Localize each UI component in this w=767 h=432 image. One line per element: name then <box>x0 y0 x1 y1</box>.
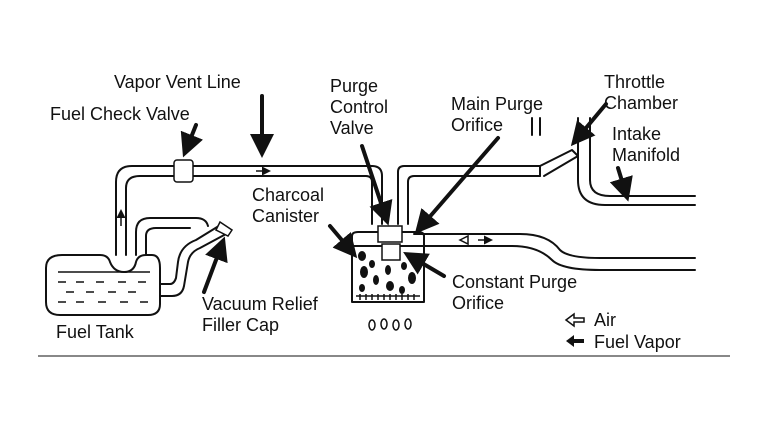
filler-neck <box>159 220 234 297</box>
leader-constant-purge-orifice <box>403 251 446 278</box>
label-purge-control-valve: Purge Control Valve <box>330 76 393 138</box>
purge-line <box>397 117 541 225</box>
canister-filter <box>356 294 420 300</box>
charcoal-canister <box>351 225 425 331</box>
fuel-tank <box>45 254 161 316</box>
label-fuel-check-valve: Fuel Check Valve <box>50 104 190 124</box>
label-constant-purge-orifice: Constant Purge Orifice <box>452 272 582 313</box>
air-inlet-arrows <box>368 318 412 331</box>
legend: Air Fuel Vapor <box>564 310 681 352</box>
label-vacuum-relief-filler-cap: Vacuum Relief Filler Cap <box>202 294 323 335</box>
label-fuel-tank: Fuel Tank <box>56 322 135 342</box>
label-throttle-chamber: Throttle Chamber <box>604 72 678 113</box>
leader-main-purge-orifice <box>414 136 500 235</box>
air-arrow-icon <box>564 312 585 328</box>
leader-charcoal-canister <box>328 224 358 259</box>
label-charcoal-canister: Charcoal Canister <box>252 185 329 226</box>
label-vapor-vent-line: Vapor Vent Line <box>114 72 241 92</box>
leader-intake-manifold <box>609 166 633 202</box>
leader-fuel-check-valve <box>180 123 204 158</box>
tank-return-tube <box>135 217 209 256</box>
constant-purge-line <box>413 233 696 271</box>
leader-purge-control-valve <box>360 144 393 226</box>
label-intake-manifold: Intake Manifold <box>612 124 680 165</box>
throttle-chamber-nozzle <box>539 149 579 177</box>
fuel-level-marks <box>58 281 148 303</box>
charcoal-granules <box>358 251 419 294</box>
label-main-purge-orifice: Main Purge Orifice <box>451 94 548 135</box>
leader-throttle-chamber <box>570 102 608 147</box>
fuel-vapor-arrow-icon <box>566 335 584 347</box>
purge-control-valve-body <box>377 225 403 243</box>
fuel-check-valve <box>173 159 194 183</box>
leader-lines <box>180 94 633 294</box>
legend-air-label: Air <box>594 310 616 330</box>
leader-vacuum-relief-filler-cap <box>202 236 228 294</box>
legend-fuel-vapor-label: Fuel Vapor <box>594 332 681 352</box>
